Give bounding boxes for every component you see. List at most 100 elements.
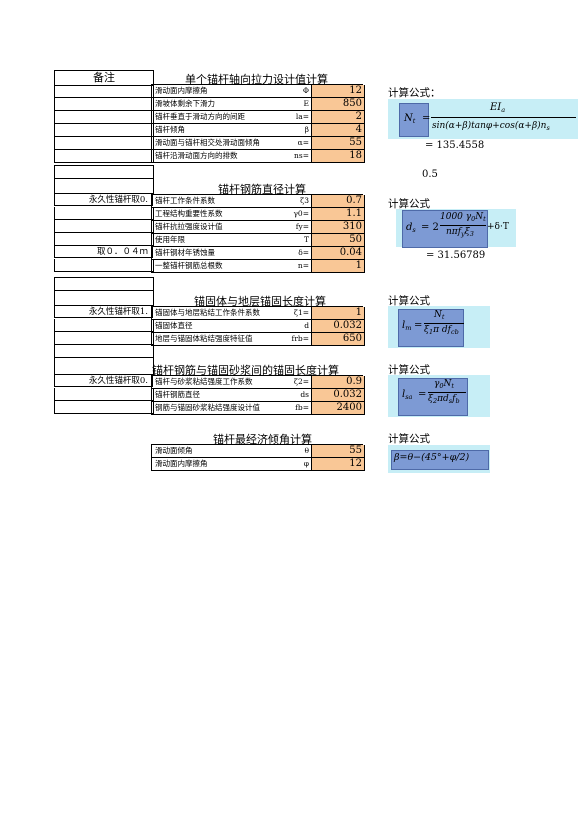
formula-lhs-bg	[402, 210, 488, 248]
note-cell	[54, 290, 154, 306]
param-symbol: fy=	[295, 222, 309, 231]
param-value-cell[interactable]: 1	[311, 307, 365, 320]
param-value-cell[interactable]: 0.032	[311, 320, 365, 333]
param-value-cell[interactable]: 55	[311, 445, 365, 458]
param-value-cell[interactable]: 1	[311, 260, 365, 273]
param-value-cell[interactable]: 50	[311, 234, 365, 247]
param-label-text: 锚杆钢材年锈蚀量	[155, 248, 215, 257]
param-symbol: frb=	[291, 334, 309, 343]
note-cell	[54, 207, 154, 220]
note-cell	[54, 233, 154, 246]
param-label: 锚杆垂直于滑动方向的间距 la=	[151, 111, 312, 124]
formula-1-numerator: EIa	[490, 102, 506, 114]
note-cell	[54, 220, 154, 233]
param-symbol: Φ	[302, 86, 309, 95]
formula-lhs-bg	[399, 103, 429, 137]
fraction-bar	[431, 117, 576, 118]
param-label-text: 地层与锚固体粘结强度特征值	[155, 334, 253, 343]
param-label-text: 锚杆抗拉强度设计值	[155, 222, 223, 231]
param-value-cell[interactable]: 1.1	[311, 208, 365, 221]
note-cell	[54, 85, 154, 98]
param-label: 锚杆沿滑动面方向的排数 ns=	[151, 150, 312, 163]
formula-2-numerator: 1000 γ0Nt	[440, 212, 486, 223]
param-label-text: 钢筋与锚固砂浆粘结强度设计值	[155, 403, 260, 412]
param-value-cell[interactable]: 4	[311, 124, 365, 137]
divider	[151, 444, 363, 445]
param-value-cell[interactable]: 0.9	[311, 376, 365, 389]
formula-lhs-bg	[398, 309, 464, 347]
result-bar-diameter: = 31.56789	[426, 250, 486, 261]
param-value-cell[interactable]: 12	[311, 458, 365, 471]
param-label-text: 锚杆钢筋直径	[155, 390, 200, 399]
param-label-text: 锚杆垂直于滑动方向的间距	[155, 112, 245, 121]
param-label: 地层与锚固体粘结强度特征值 frb=	[151, 333, 312, 346]
param-value-cell[interactable]: 310	[311, 221, 365, 234]
divider	[151, 84, 363, 85]
formula-3-eq: =	[414, 320, 423, 331]
formula-3-lhs: lm	[402, 320, 412, 332]
param-symbol: β	[304, 125, 309, 134]
note-cell	[54, 137, 154, 150]
param-value-cell[interactable]: 0.7	[311, 195, 365, 208]
formula-5: β=θ−(45°+φ/2)	[394, 452, 470, 463]
param-label-text: 锚固体直径	[155, 321, 193, 330]
note-cell	[54, 277, 154, 291]
param-symbol: ns=	[294, 151, 309, 160]
param-label-text: 锚杆沿滑动面方向的排数	[155, 151, 238, 160]
note-cell	[54, 98, 154, 111]
formula-2-lhs: ds	[406, 222, 416, 234]
param-value-cell[interactable]: 55	[311, 137, 365, 150]
param-label-text: 滑坡体剩余下滑力	[155, 99, 215, 108]
param-label-text: 滑动面倾角	[155, 446, 193, 455]
param-value-cell[interactable]: 0.04	[311, 247, 365, 260]
section-title-economic-angle: 锚杆最经济倾角计算	[213, 433, 312, 446]
note-header: 备注	[54, 70, 154, 86]
note-cell	[54, 124, 154, 137]
param-symbol: θ	[304, 446, 309, 455]
formula-title-2: 计算公式	[388, 198, 430, 210]
note-cell	[54, 150, 154, 163]
note-cell	[54, 165, 154, 179]
formula-2-tail: +δ·T	[487, 222, 509, 232]
formula-lhs-bg	[398, 378, 468, 416]
param-symbol: δ=	[298, 248, 309, 257]
param-value-cell[interactable]: 650	[311, 333, 365, 346]
param-value-cell[interactable]: 850	[311, 98, 365, 111]
section-title-axial-force: 单个锚杆轴向拉力设计值计算	[185, 73, 328, 86]
param-symbol: α=	[297, 138, 309, 147]
param-value-cell[interactable]: 0.032	[311, 389, 365, 402]
param-label-text: 锚杆倾角	[155, 125, 185, 134]
param-label: 锚杆倾角 β	[151, 124, 312, 137]
formula-1-lhs: Nt	[404, 113, 416, 125]
section-title-bar-diameter: 锚杆钢筋直径计算	[218, 183, 306, 196]
note-cell	[54, 259, 154, 272]
note-cell	[54, 178, 154, 194]
param-symbol: ζ1=	[293, 308, 309, 317]
note-permanent-zeta3: 永久性锚杆取0.	[54, 194, 153, 206]
formula-2-denominator: nπfyξ3	[446, 227, 474, 238]
param-label-text: 锚杆与砂浆粘结强度工作系数	[155, 377, 253, 386]
fraction-bar	[424, 323, 464, 324]
formula-1-eq: =	[422, 113, 431, 124]
divider	[151, 306, 363, 307]
note-permanent-zeta2: 永久性锚杆取0.	[54, 375, 153, 387]
param-symbol: φ	[303, 459, 309, 468]
param-value-cell[interactable]: 12	[311, 85, 365, 98]
param-value-cell[interactable]: 2	[311, 111, 365, 124]
formula-title-3: 计算公式	[388, 295, 430, 307]
param-symbol: la=	[295, 112, 309, 121]
note-cell	[54, 332, 154, 345]
param-value-cell[interactable]: 2400	[311, 402, 365, 415]
param-label: 锚杆抗拉强度设计值 fy=	[151, 221, 312, 234]
divider	[151, 194, 363, 195]
param-value-cell[interactable]: 18	[311, 150, 365, 163]
note-cell	[54, 345, 154, 358]
formula-1-denominator: sin(α+β)tanφ+cos(α+β)ns	[432, 121, 550, 132]
